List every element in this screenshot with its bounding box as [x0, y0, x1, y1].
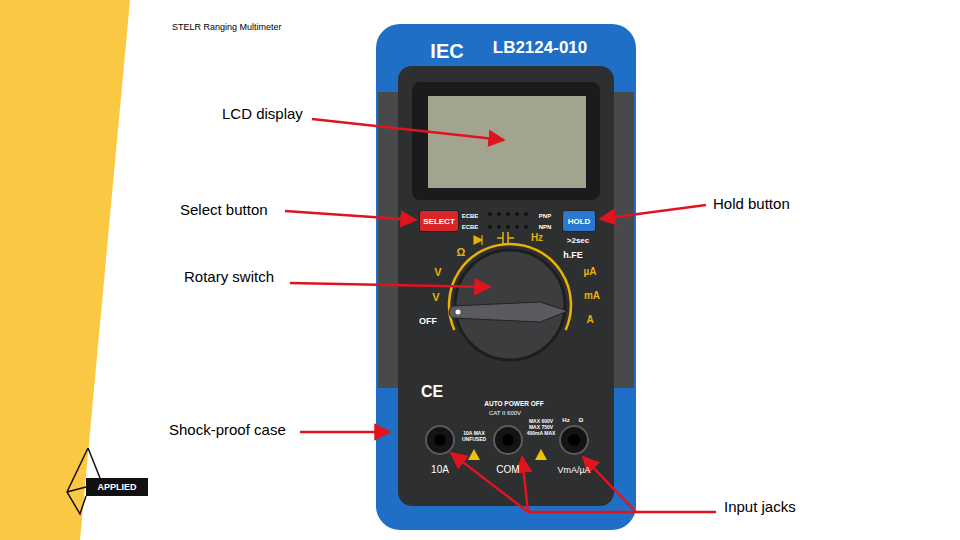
dial-marking: V [432, 291, 439, 304]
dial-marking: A [586, 314, 593, 326]
device-marking: 400mA MAX [527, 431, 556, 437]
device-marking: IEC [430, 40, 463, 63]
lcd-bezel [412, 82, 600, 200]
device-marking: CAT II 600V [489, 410, 521, 417]
dial-marking: Hz [531, 232, 543, 244]
callout-label: LCD display [222, 105, 303, 122]
multimeter [376, 24, 636, 530]
dial-marking: >2sec [567, 236, 589, 245]
dial-marking: µA [584, 266, 597, 278]
applied-logo [67, 448, 148, 514]
knob-pointer [456, 310, 461, 315]
jack-label: 10A [431, 464, 449, 476]
callout-label: Rotary switch [184, 268, 274, 285]
dial-marking: h.FE [563, 250, 583, 260]
callout-label: Select button [180, 201, 268, 218]
device-marking: Hz [562, 417, 569, 424]
capacitor-symbol [497, 232, 514, 244]
device-marking: AUTO POWER OFF [484, 400, 543, 407]
device-marking: 10A MAX UNFUSED [460, 431, 488, 443]
yellow-band [0, 0, 130, 540]
device-marking: CE [421, 383, 443, 401]
logo-text: APPLIED [97, 482, 136, 492]
lcd-screen [428, 96, 586, 188]
callout-label: Shock-proof case [169, 421, 286, 438]
device-marking: MAX 600V [529, 419, 553, 425]
jack-label: COM [496, 464, 519, 476]
device-marking: LB2124-010 [493, 38, 588, 58]
warning-triangle [468, 449, 547, 460]
select-button: SELECT [419, 210, 459, 232]
callout-label: Hold button [713, 195, 790, 212]
callout-label: Input jacks [724, 498, 796, 515]
slide-title: STELR Ranging Multimeter [172, 22, 282, 32]
hold-button: HOLD [562, 210, 596, 232]
diode-symbol [474, 235, 482, 245]
dial-knob [449, 302, 568, 322]
device-marking: MAX 750V [529, 425, 553, 431]
device-marking: Ω [579, 417, 584, 424]
device-marking: NPN [539, 224, 552, 231]
dial-marking: Ω [457, 246, 466, 259]
input-jack [426, 426, 588, 454]
transistor-socket [488, 212, 528, 229]
leader-line [285, 119, 716, 512]
device-marking: ECBE [462, 224, 479, 231]
dial-marking: mA [584, 290, 600, 302]
jack-label: VmA/µA [557, 465, 590, 475]
button-label: SELECT [423, 217, 455, 226]
dial-marking: OFF [419, 316, 437, 326]
button-label: HOLD [568, 217, 591, 226]
device-marking: ECBE [462, 213, 479, 220]
dial-marking: V [434, 266, 441, 279]
device-marking: PNP [539, 213, 551, 220]
